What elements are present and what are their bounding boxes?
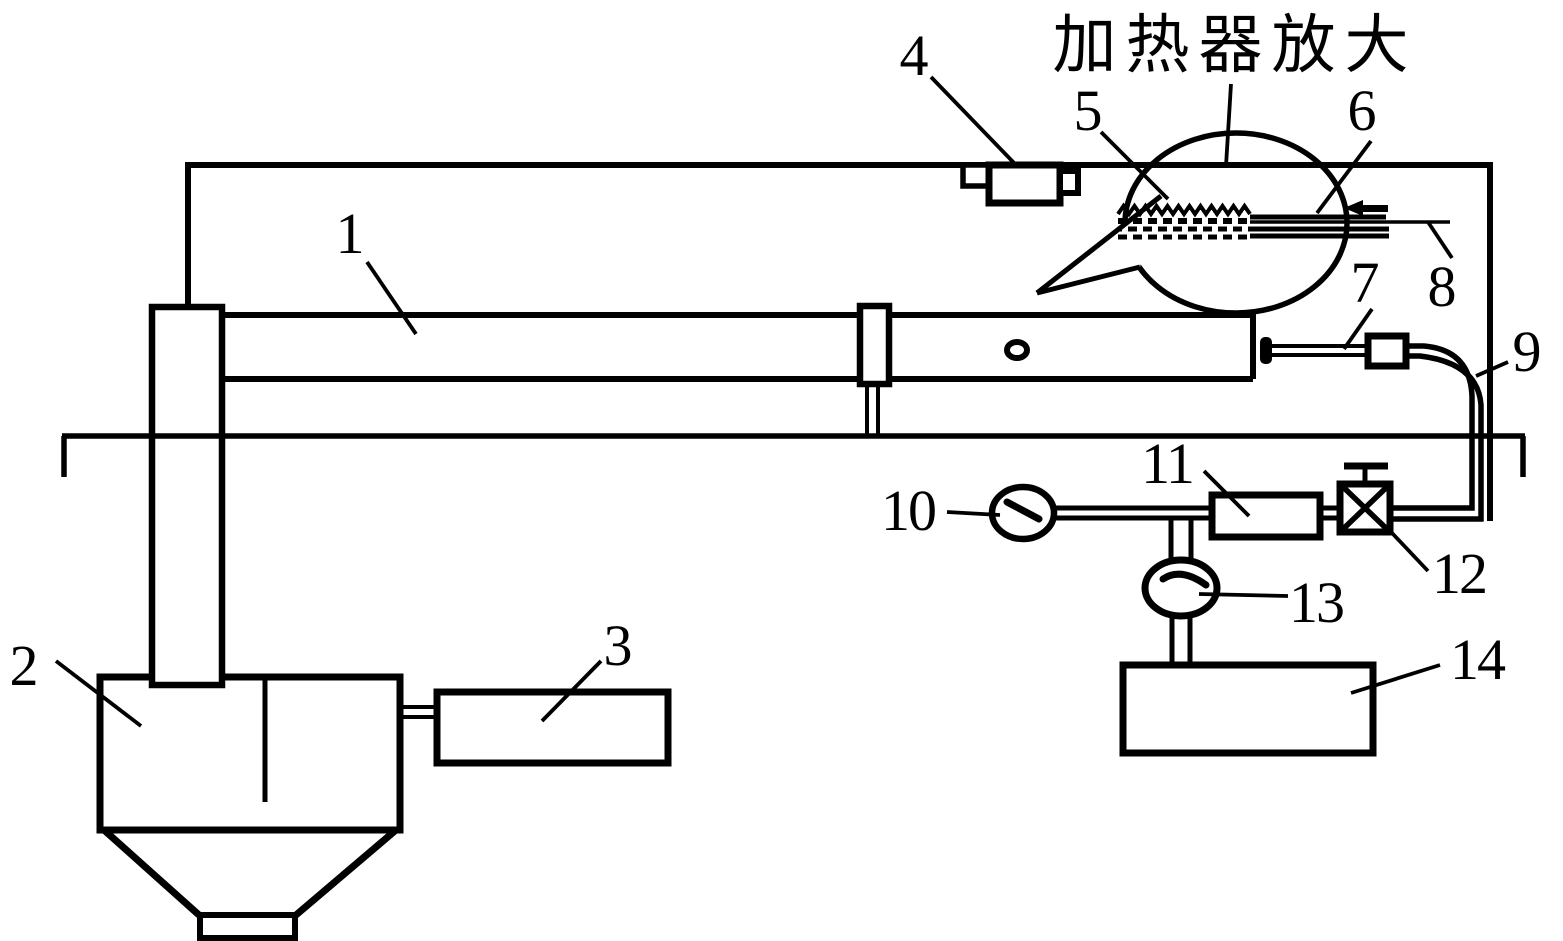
top-device xyxy=(960,161,1081,207)
label-9: 9 xyxy=(1513,319,1540,384)
label-8-leader xyxy=(1426,220,1454,260)
balloon-tail-lower xyxy=(1036,264,1141,296)
heater-lead-wires xyxy=(1250,200,1450,239)
gauge-13-dial xyxy=(1141,556,1221,620)
label-1-leader xyxy=(365,260,418,336)
label-11-leader xyxy=(1202,469,1251,518)
label-1: 1 xyxy=(336,201,363,266)
pipe-inner-wall xyxy=(1390,343,1475,511)
enclosure-outline xyxy=(185,162,1493,521)
shutoff-valve xyxy=(1336,462,1394,536)
pump-box-14 xyxy=(1119,661,1377,757)
label-2: 2 xyxy=(10,633,37,698)
label-8: 8 xyxy=(1428,254,1455,319)
tube-nozzle-cap xyxy=(1260,337,1272,364)
flow-arrow-head xyxy=(1344,200,1363,216)
label-5: 5 xyxy=(1074,78,1101,143)
outlet-assembly xyxy=(1260,332,1410,370)
flow-arrow-bar xyxy=(1363,205,1388,212)
tube-sensor-port xyxy=(856,302,893,388)
heater-magnified-view xyxy=(1035,130,1450,316)
valve-cross-2 xyxy=(1338,482,1392,534)
gauge-13-needle xyxy=(1159,570,1210,589)
label-14: 14 xyxy=(1450,627,1506,692)
label-11: 11 xyxy=(1141,431,1193,496)
bench-line xyxy=(61,433,1526,477)
gauge-10-needle xyxy=(1003,498,1043,523)
connecting-pipe xyxy=(1390,343,1484,522)
pressure-gauge-10 xyxy=(988,483,1058,543)
label-4-leader xyxy=(929,75,1018,167)
heater-coil xyxy=(1116,202,1252,240)
label-5-leader xyxy=(1099,130,1170,201)
label-6: 6 xyxy=(1348,78,1376,143)
label-9-leader xyxy=(1475,360,1509,378)
label-4: 4 xyxy=(900,23,929,88)
funnel-right-wall xyxy=(293,827,399,918)
label-3: 3 xyxy=(604,613,631,678)
pressure-gauge-13 xyxy=(1141,556,1221,620)
label-13: 13 xyxy=(1289,570,1343,635)
label-10-leader xyxy=(946,510,1001,517)
hopper-outlet xyxy=(197,912,298,941)
label-12-leader xyxy=(1390,531,1430,573)
label-3-leader xyxy=(540,659,603,723)
collection-hopper xyxy=(96,673,404,941)
pipe-outer-wall xyxy=(1390,353,1484,522)
feeder-box-body xyxy=(433,688,672,767)
feed-column xyxy=(148,303,226,689)
label-14-leader xyxy=(1350,663,1441,695)
coil-zigzag xyxy=(1116,202,1252,218)
leader-lines xyxy=(54,75,1509,728)
tube-sight-hole xyxy=(1004,339,1030,361)
inline-element-11 xyxy=(1208,491,1324,541)
gas-line-assembly xyxy=(988,462,1394,757)
furnace-tube xyxy=(222,302,1256,437)
pipe-fitting xyxy=(1364,332,1410,370)
label-13-leader xyxy=(1198,592,1289,598)
top-device-body xyxy=(985,161,1064,207)
label-6-leader xyxy=(1315,139,1373,215)
top-device-step xyxy=(960,162,992,189)
funnel-left-wall xyxy=(101,827,202,918)
label-7-leader xyxy=(1342,307,1374,351)
label-7: 7 xyxy=(1351,250,1379,315)
magnified-heater-title: 加热器放大 xyxy=(1053,10,1418,81)
feeder-box xyxy=(400,688,672,767)
label-10: 10 xyxy=(881,478,935,543)
top-device-nub xyxy=(1057,168,1081,196)
label-12: 12 xyxy=(1432,541,1486,606)
title-leader xyxy=(1224,83,1233,167)
label-2-leader xyxy=(54,659,143,728)
hopper-body xyxy=(96,673,404,834)
